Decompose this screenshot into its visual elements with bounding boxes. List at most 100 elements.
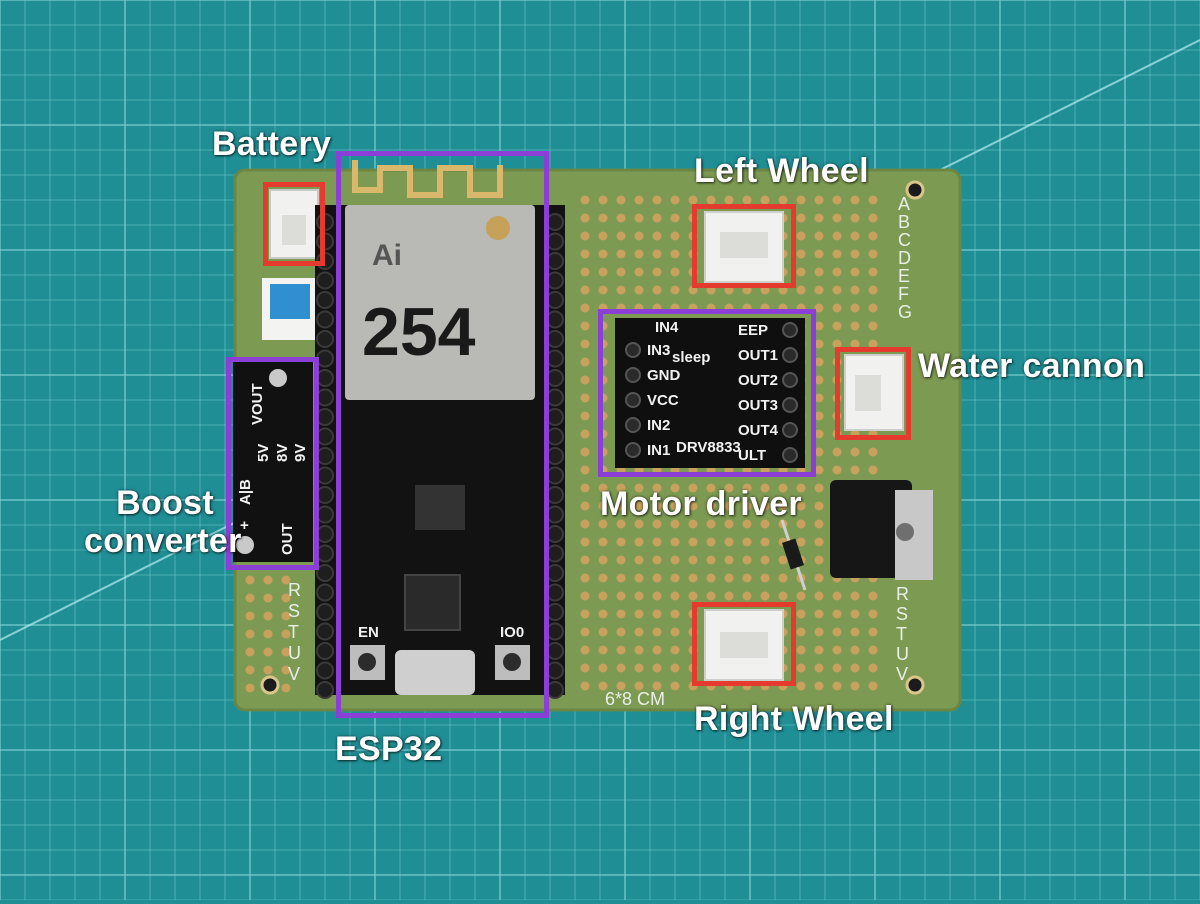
driver-pin-label: OUT1 <box>738 347 778 364</box>
pad <box>868 213 878 223</box>
pad <box>796 663 806 673</box>
water-cannon-label: Water cannon <box>918 347 1146 385</box>
pad <box>598 591 608 601</box>
pad <box>598 231 608 241</box>
row-letter: E <box>898 266 910 286</box>
pad <box>245 593 255 603</box>
pad <box>832 249 842 259</box>
battery-connector-socket <box>282 215 306 245</box>
pad <box>814 555 824 565</box>
pad <box>634 609 644 619</box>
pad <box>706 195 716 205</box>
pad <box>778 501 788 511</box>
pad <box>742 573 752 583</box>
boost-plus-text: + <box>240 517 249 534</box>
pad <box>742 195 752 205</box>
header-pin <box>316 369 334 387</box>
pad <box>850 285 860 295</box>
header-pin <box>546 349 564 368</box>
pad <box>742 519 752 529</box>
pad <box>760 591 770 601</box>
header-pin <box>546 388 564 407</box>
driver-pin-label: VCC <box>647 392 679 409</box>
driver-pin-label: OUT3 <box>738 397 778 414</box>
esp32-handwritten-number: 254 <box>362 294 476 370</box>
pad <box>868 465 878 475</box>
pad <box>598 501 608 511</box>
transistor-mount-hole <box>896 523 914 541</box>
pad <box>850 303 860 313</box>
driver-pin-label: OUT2 <box>738 372 778 389</box>
pad <box>652 249 662 259</box>
header-pin <box>546 271 564 290</box>
pad <box>670 537 680 547</box>
driver-pin-label: ULT <box>738 447 766 464</box>
pad <box>706 483 716 493</box>
pad <box>580 393 590 403</box>
row-letter: G <box>898 302 912 322</box>
water-cannon-highlight-box <box>835 347 911 440</box>
pad <box>634 213 644 223</box>
motor-driver-label: Motor driver <box>600 485 802 523</box>
pad <box>598 249 608 259</box>
pad <box>670 483 680 493</box>
pad <box>814 321 824 331</box>
pad <box>868 195 878 205</box>
pad <box>814 483 824 493</box>
pad <box>832 231 842 241</box>
header-pin <box>316 291 334 309</box>
pad <box>688 555 698 565</box>
row-letter: R <box>896 584 909 604</box>
pad <box>796 267 806 277</box>
pad <box>616 267 626 277</box>
pad <box>796 519 806 529</box>
esp32-highlight-box <box>336 151 549 718</box>
pad <box>868 249 878 259</box>
header-pin <box>316 544 334 563</box>
pad <box>814 195 824 205</box>
pad <box>796 591 806 601</box>
pad <box>760 195 770 205</box>
pad <box>245 611 255 621</box>
pad <box>634 483 644 493</box>
pad <box>245 683 255 693</box>
pad <box>634 573 644 583</box>
pad <box>850 267 860 277</box>
pad <box>724 195 734 205</box>
pad <box>598 519 608 529</box>
boost-converter-highlight-box <box>226 357 319 570</box>
pad <box>868 339 878 349</box>
pad <box>616 609 626 619</box>
pad <box>832 447 842 457</box>
pad <box>634 663 644 673</box>
pad <box>652 681 662 691</box>
pad <box>724 519 734 529</box>
header-pin <box>316 583 334 602</box>
boost-converter-label-line1: Boost <box>116 484 214 522</box>
pad <box>616 195 626 205</box>
pad <box>670 267 680 277</box>
pad <box>598 681 608 691</box>
pad <box>832 645 842 655</box>
pad <box>634 681 644 691</box>
pad <box>281 611 291 621</box>
driver-pin <box>625 392 641 408</box>
header-pin <box>316 388 334 407</box>
esp32-header-right <box>546 213 564 699</box>
pad <box>281 629 291 639</box>
header-pin <box>546 564 564 582</box>
header-pin <box>546 252 564 270</box>
pad <box>868 447 878 457</box>
header-pin <box>546 213 564 231</box>
pad <box>832 321 842 331</box>
row-letter: U <box>896 644 909 664</box>
pad <box>670 195 680 205</box>
pad <box>616 663 626 673</box>
pad <box>245 665 255 675</box>
usb-uart-chip <box>404 574 461 631</box>
pad <box>652 573 662 583</box>
pad <box>616 537 626 547</box>
pad <box>616 627 626 637</box>
pad <box>868 681 878 691</box>
